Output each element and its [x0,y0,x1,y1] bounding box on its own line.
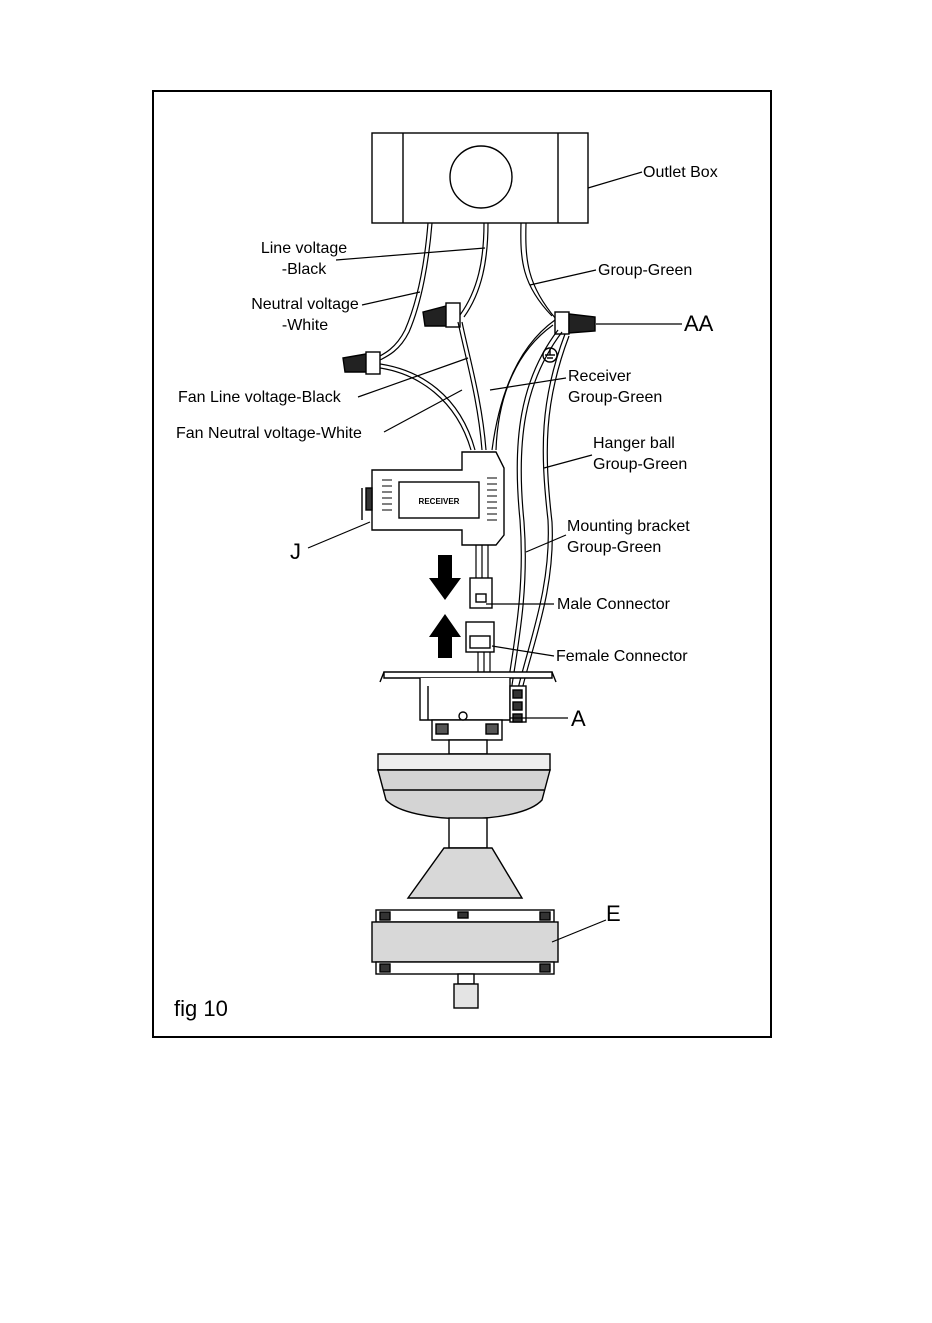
motor-housing [372,910,558,1008]
label-group-green: Group-Green [598,260,692,281]
receiver-box-text: RECEIVER [419,497,460,506]
label-line-voltage: Line voltage -Black [248,238,360,280]
label-neutral-voltage-1: Neutral voltage [240,294,370,315]
label-neutral-voltage: Neutral voltage -White [240,294,370,336]
mounting-bracket [380,672,556,740]
label-outlet-box: Outlet Box [643,162,718,183]
wire-nut-neutral [343,352,380,374]
down-arrow-icon [429,555,461,600]
label-receiver-group-green: Receiver Group-Green [568,366,662,408]
coupling [408,818,522,898]
canopy [378,754,550,819]
label-hanger-ball-group-green-1: Hanger ball [593,433,687,454]
label-receiver-group-green-1: Receiver [568,366,662,387]
label-fan-line-voltage: Fan Line voltage-Black [178,387,341,408]
label-mounting-bracket-group-green-1: Mounting bracket [567,516,690,537]
up-arrow-icon [429,614,461,658]
house-wires [372,223,556,362]
downrod [449,740,487,754]
female-connector [466,622,494,652]
wire-nut-line [423,303,460,327]
figure-caption: fig 10 [174,998,228,1019]
label-fan-neutral-voltage: Fan Neutral voltage-White [176,423,362,444]
label-female-connector: Female Connector [556,646,688,667]
label-receiver-group-green-2: Group-Green [568,387,662,408]
label-a: A [571,707,586,731]
label-j: J [290,540,301,564]
label-male-connector: Male Connector [557,594,670,615]
label-hanger-ball-group-green: Hanger ball Group-Green [593,433,687,475]
label-neutral-voltage-2: -White [240,315,370,336]
label-line-voltage-2: -Black [248,259,360,280]
label-mounting-bracket-group-green-2: Group-Green [567,537,690,558]
label-mounting-bracket-group-green: Mounting bracket Group-Green [567,516,690,558]
outlet-box [372,133,588,223]
label-line-voltage-1: Line voltage [248,238,360,259]
label-e: E [606,902,621,926]
label-aa: AA [684,312,713,336]
label-hanger-ball-group-green-2: Group-Green [593,454,687,475]
wire-nut-ground-aa [555,312,595,334]
